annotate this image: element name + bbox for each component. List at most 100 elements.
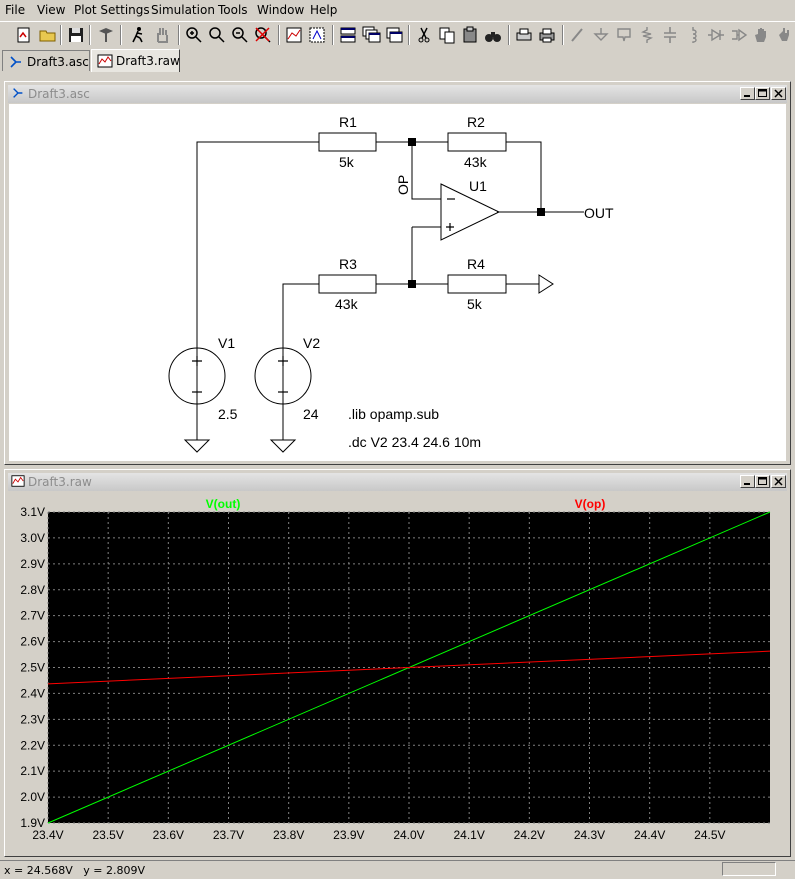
schematic-window: Draft3.asc bbox=[4, 81, 791, 465]
r3-name: R3 bbox=[339, 256, 357, 272]
legend-entry[interactable]: V(out) bbox=[206, 497, 241, 511]
menu-help[interactable]: Help bbox=[310, 3, 338, 17]
close-button[interactable] bbox=[771, 87, 786, 100]
x-tick-label: 23.4V bbox=[32, 828, 63, 842]
toolbar-separator bbox=[278, 25, 280, 45]
run-icon[interactable] bbox=[128, 25, 148, 45]
r1-value: 5k bbox=[339, 154, 355, 170]
menu-view[interactable]: View bbox=[37, 3, 66, 17]
x-tick-label: 24.1V bbox=[453, 828, 484, 842]
y-tick-label: 1.9V bbox=[20, 816, 45, 830]
window-title: Draft3.raw bbox=[28, 475, 92, 489]
menu-window[interactable]: Window bbox=[257, 3, 305, 17]
directive-lib: .lib opamp.sub bbox=[348, 406, 439, 422]
inductor-icon[interactable] bbox=[683, 25, 703, 45]
paste-icon[interactable] bbox=[460, 25, 480, 45]
zoom-out-icon[interactable] bbox=[230, 25, 250, 45]
close-button[interactable] bbox=[771, 475, 786, 488]
y-tick-label: 2.6V bbox=[20, 635, 45, 649]
schematic-icon bbox=[13, 88, 23, 98]
net-label-out: OUT bbox=[584, 205, 614, 221]
tab-label: Draft3.raw bbox=[116, 54, 180, 68]
y-tick-label: 2.8V bbox=[20, 583, 45, 597]
maximize-button[interactable] bbox=[755, 87, 770, 100]
r4-value: 5k bbox=[467, 296, 483, 312]
status-panel bbox=[722, 862, 776, 876]
schematic-canvas[interactable]: R1 5k R2 43k R3 43k R4 5k U1 V1 2.5 V2 2… bbox=[9, 104, 786, 461]
cascade-icon[interactable] bbox=[361, 25, 381, 45]
zoom-plot-icon[interactable] bbox=[307, 25, 327, 45]
tab-draft3-asc[interactable]: Draft3.asc bbox=[2, 50, 90, 71]
print-setup-icon[interactable] bbox=[514, 25, 534, 45]
toolbar-separator bbox=[332, 25, 334, 45]
menu-tools[interactable]: Tools bbox=[218, 3, 248, 17]
capacitor-icon[interactable] bbox=[660, 25, 680, 45]
x-tick-label: 24.5V bbox=[694, 828, 725, 842]
r3-value: 43k bbox=[335, 296, 359, 312]
zoom-fit-icon[interactable] bbox=[253, 25, 273, 45]
waveform-icon bbox=[11, 475, 25, 487]
save-icon[interactable] bbox=[66, 25, 86, 45]
minimize-button[interactable] bbox=[740, 87, 755, 100]
component-icon[interactable] bbox=[729, 25, 749, 45]
new-schematic-icon[interactable] bbox=[14, 25, 34, 45]
cut-icon[interactable] bbox=[414, 25, 434, 45]
drag-hand-icon[interactable] bbox=[775, 25, 795, 45]
toolbar-separator bbox=[60, 25, 62, 45]
open-folder-icon[interactable] bbox=[38, 25, 58, 45]
r2-value: 43k bbox=[464, 154, 488, 170]
plot-window-titlebar[interactable]: Draft3.raw bbox=[8, 473, 787, 491]
move-hand-icon[interactable] bbox=[752, 25, 772, 45]
label-net-icon[interactable] bbox=[614, 25, 634, 45]
pan-icon[interactable] bbox=[207, 25, 227, 45]
toolbar-separator bbox=[89, 25, 91, 45]
y-tick-label: 2.2V bbox=[20, 738, 45, 752]
y-tick-label: 2.1V bbox=[20, 764, 45, 778]
x-tick-label: 24.2V bbox=[514, 828, 545, 842]
toolbar-separator bbox=[562, 25, 564, 45]
tab-label: Draft3.asc bbox=[27, 55, 89, 69]
menu-bar: File View Plot Settings Simulation Tools… bbox=[0, 0, 795, 20]
resistor-icon[interactable] bbox=[637, 25, 657, 45]
control-panel-icon[interactable] bbox=[96, 25, 116, 45]
menu-plot-settings[interactable]: Plot Settings bbox=[74, 3, 150, 17]
x-tick-label: 24.0V bbox=[393, 828, 424, 842]
document-tabs: Draft3.asc Draft3.raw bbox=[0, 49, 795, 73]
autorange-icon[interactable] bbox=[284, 25, 304, 45]
v2-name: V2 bbox=[303, 335, 320, 351]
v1-name: V1 bbox=[218, 335, 235, 351]
x-tick-label: 23.8V bbox=[273, 828, 304, 842]
cursor-y-readout: y = 2.809V bbox=[83, 864, 145, 877]
y-tick-label: 3.0V bbox=[20, 531, 45, 545]
menu-file[interactable]: File bbox=[5, 3, 26, 17]
menu-simulation[interactable]: Simulation bbox=[151, 3, 215, 17]
r2-name: R2 bbox=[467, 114, 485, 130]
zoom-in-icon[interactable] bbox=[184, 25, 204, 45]
legend-entry[interactable]: V(op) bbox=[575, 497, 606, 511]
copy-icon[interactable] bbox=[437, 25, 457, 45]
y-tick-label: 2.0V bbox=[20, 790, 45, 804]
y-tick-label: 2.4V bbox=[20, 686, 45, 700]
ground-icon[interactable] bbox=[591, 25, 611, 45]
find-binoculars-icon[interactable] bbox=[483, 25, 503, 45]
status-bar: x = 24.568V y = 2.809V bbox=[0, 860, 795, 879]
maximize-button[interactable] bbox=[755, 475, 770, 488]
toolbar-separator bbox=[178, 25, 180, 45]
print-icon[interactable] bbox=[537, 25, 557, 45]
schematic-window-titlebar[interactable]: Draft3.asc bbox=[8, 85, 787, 103]
tile-horizontal-icon[interactable] bbox=[338, 25, 358, 45]
toolbar-separator bbox=[120, 25, 122, 45]
waveform-icon bbox=[97, 54, 113, 68]
v1-value: 2.5 bbox=[218, 406, 238, 422]
draw-wire-icon[interactable] bbox=[568, 25, 588, 45]
schematic-icon bbox=[10, 56, 21, 68]
tab-draft3-raw[interactable]: Draft3.raw bbox=[91, 49, 180, 72]
y-tick-label: 2.9V bbox=[20, 557, 45, 571]
minimize-button[interactable] bbox=[740, 475, 755, 488]
halt-hand-icon[interactable] bbox=[152, 25, 172, 45]
v2-value: 24 bbox=[303, 406, 319, 422]
diode-icon[interactable] bbox=[706, 25, 726, 45]
close-windows-icon[interactable] bbox=[384, 25, 404, 45]
